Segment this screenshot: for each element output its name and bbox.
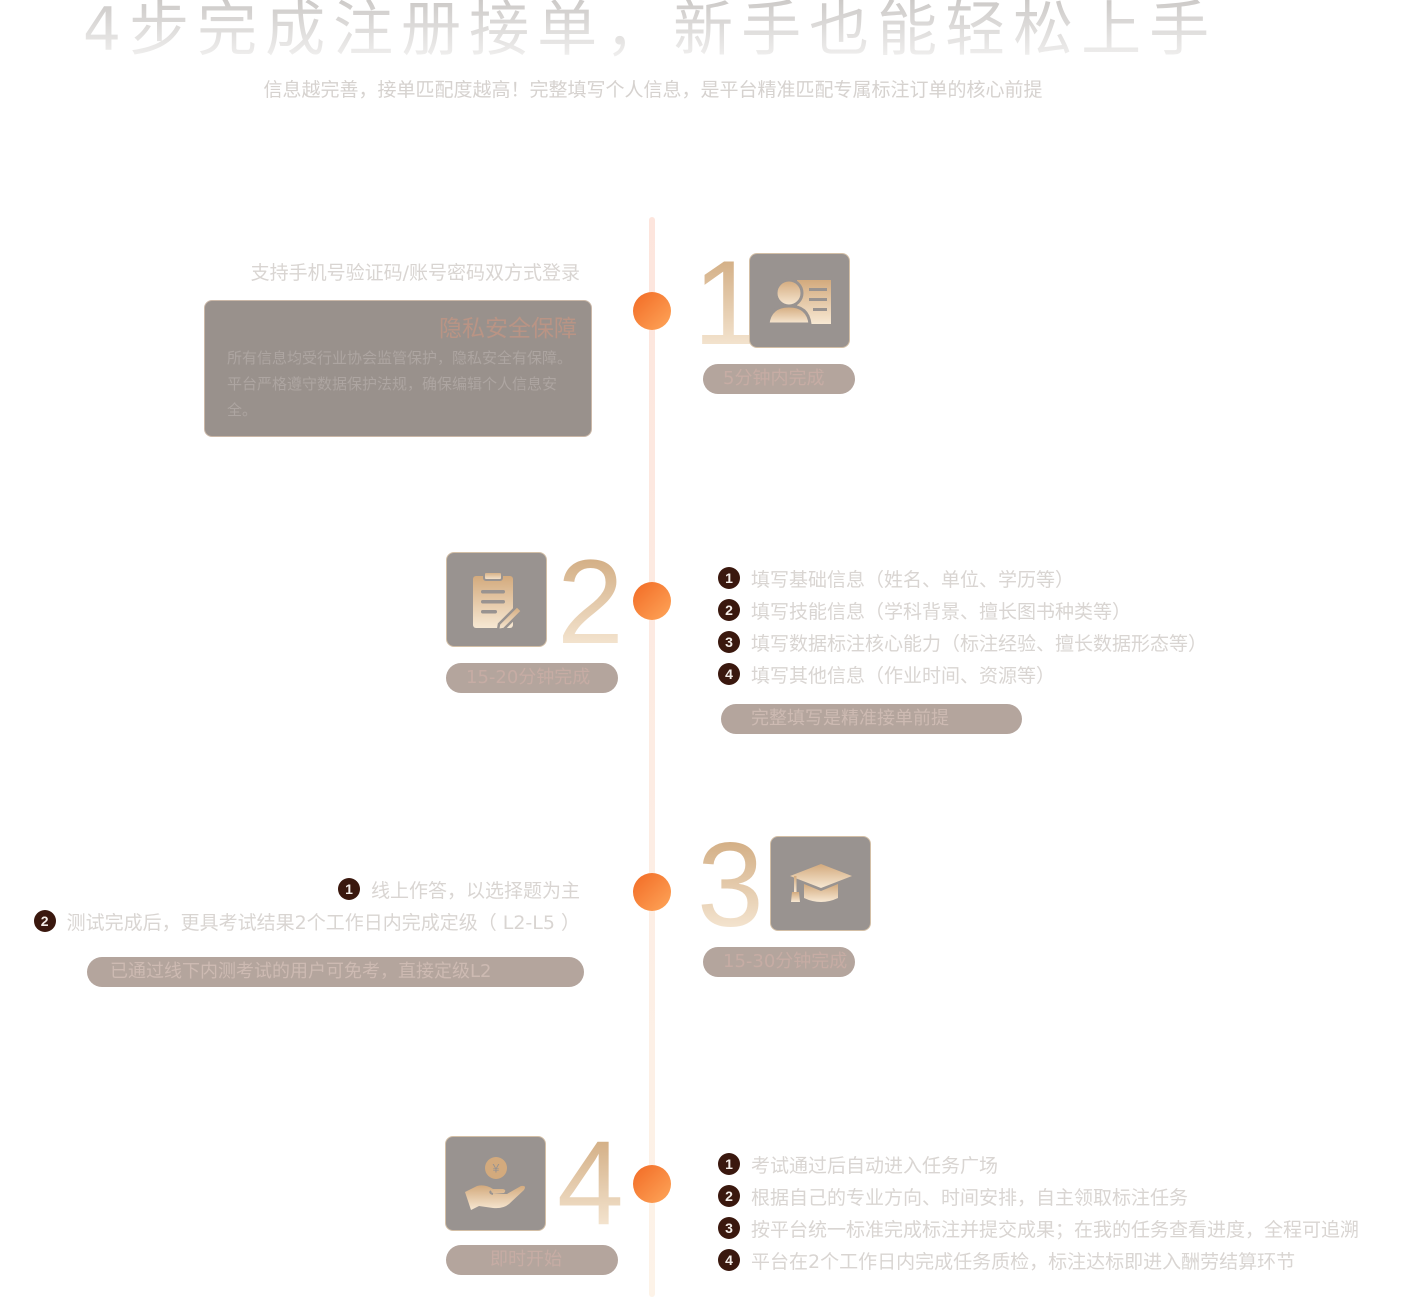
step-4-list: 1 考试通过后自动进入任务广场 2 根据自己的专业方向、时间安排，自主领取标注任… xyxy=(718,1148,1359,1276)
privacy-card-title: 隐私安全保障 xyxy=(439,316,577,342)
step-1-duration: 5分钟内完成 xyxy=(703,364,855,394)
page-subtitle: 信息越完善，接单匹配度越高！完整填写个人信息，是平台精准匹配专属标注订单的核心前… xyxy=(263,79,1043,101)
step-1-number: 1 xyxy=(693,236,760,370)
list-item-text: 填写其他信息（作业时间、资源等） xyxy=(751,664,1056,687)
list-item: 4 填写其他信息（作业时间、资源等） xyxy=(718,658,1207,690)
step-1-dot xyxy=(633,292,671,330)
step-4-number: 4 xyxy=(557,1116,624,1250)
list-item-text: 平台在2个工作日内完成任务质检，标注达标即进入酬劳结算环节 xyxy=(751,1250,1296,1273)
number-badge: 3 xyxy=(718,631,740,653)
step-2-dot xyxy=(633,582,671,620)
step-1-icon-box xyxy=(749,253,850,348)
list-item: 1 填写基础信息（姓名、单位、学历等） xyxy=(718,562,1207,594)
list-item: 2 测试完成后，更具考试结果2个工作日内完成定级（ L2-L5 ） xyxy=(33,905,580,937)
list-item-text: 填写技能信息（学科背景、擅长图书种类等） xyxy=(751,600,1132,623)
step-3-list: 1 线上作答，以选择题为主 2 测试完成后，更具考试结果2个工作日内完成定级（ … xyxy=(33,873,580,937)
step-3-dot xyxy=(633,873,671,911)
step-3-number: 3 xyxy=(697,818,764,952)
step-2-number: 2 xyxy=(557,535,624,669)
clipboard-edit-icon xyxy=(472,570,524,630)
privacy-card-body: 所有信息均受行业协会监管保护，隐私安全有保障。平台严格遵守数据保护法规，确保编辑… xyxy=(227,349,573,419)
list-item: 1 线上作答，以选择题为主 xyxy=(34,873,580,905)
list-item: 2 根据自己的专业方向、时间安排，自主领取标注任务 xyxy=(718,1180,1359,1212)
timeline-line xyxy=(649,217,655,1297)
list-item-text: 根据自己的专业方向、时间安排，自主领取标注任务 xyxy=(751,1186,1189,1209)
step-2-tag: 完整填写是精准接单前提 xyxy=(721,704,1022,734)
graduation-cap-icon xyxy=(789,863,852,902)
number-badge: 1 xyxy=(337,878,360,900)
number-badge: 4 xyxy=(718,1249,740,1271)
list-item: 1 考试通过后自动进入任务广场 xyxy=(718,1148,1359,1180)
list-item-text: 填写数据标注核心能力（标注经验、擅长数据形态等） xyxy=(751,632,1208,655)
list-item-text: 考试通过后自动进入任务广场 xyxy=(751,1154,999,1177)
page-title: 4步完成注册接单，新手也能轻松上手 xyxy=(0,0,1300,66)
step-3-duration: 15-30分钟完成 xyxy=(703,947,855,977)
list-item: 3 填写数据标注核心能力（标注经验、擅长数据形态等） xyxy=(718,626,1207,658)
step-4-duration: 即时开始 xyxy=(446,1245,618,1275)
step-3-tag: 已通过线下内测考试的用户可免考，直接定级L2 xyxy=(87,957,584,987)
step-2-list: 1 填写基础信息（姓名、单位、学历等） 2 填写技能信息（学科背景、擅长图书种类… xyxy=(718,562,1207,690)
number-badge: 1 xyxy=(718,567,740,589)
number-badge: 2 xyxy=(718,1185,740,1207)
list-item-text: 线上作答，以选择题为主 xyxy=(370,879,580,902)
number-badge: 3 xyxy=(718,1217,740,1239)
list-item-text: 按平台统一标准完成标注并提交成果；在我的任务查看进度，全程可追溯 xyxy=(751,1218,1360,1241)
step-4-dot xyxy=(633,1165,671,1203)
step-2-icon-box xyxy=(446,552,547,647)
step-3-icon-box xyxy=(770,836,871,931)
privacy-card: 隐私安全保障 所有信息均受行业协会监管保护，隐私安全有保障。平台严格遵守数据保护… xyxy=(204,300,592,437)
hand-coin-icon: ¥ xyxy=(464,1156,525,1210)
svg-text:¥: ¥ xyxy=(491,1161,499,1175)
number-badge: 2 xyxy=(718,599,740,621)
step-1-note: 支持手机号验证码/账号密码双方式登录 xyxy=(250,262,580,284)
list-item-text: 测试完成后，更具考试结果2个工作日内完成定级（ L2-L5 ） xyxy=(66,911,580,934)
list-item: 4 平台在2个工作日内完成任务质检，标注达标即进入酬劳结算环节 xyxy=(718,1244,1359,1276)
list-item: 2 填写技能信息（学科背景、擅长图书种类等） xyxy=(718,594,1207,626)
list-item-text: 填写基础信息（姓名、单位、学历等） xyxy=(751,568,1075,591)
step-4-icon-box: ¥ xyxy=(445,1136,546,1231)
number-badge: 1 xyxy=(718,1153,740,1175)
step-2-duration: 15-20分钟完成 xyxy=(446,663,618,693)
number-badge: 4 xyxy=(718,663,740,685)
number-badge: 2 xyxy=(33,910,56,932)
id-card-icon xyxy=(766,278,831,325)
list-item: 3 按平台统一标准完成标注并提交成果；在我的任务查看进度，全程可追溯 xyxy=(718,1212,1359,1244)
